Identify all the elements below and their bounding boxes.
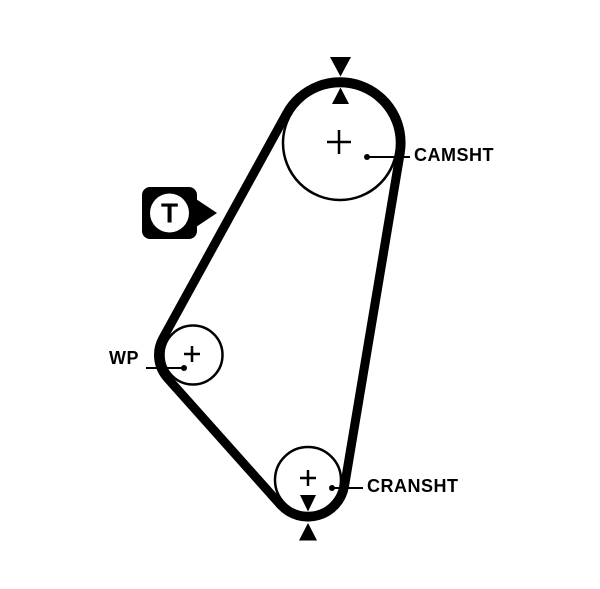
- water-pump-label: WP: [109, 348, 139, 368]
- crankshaft-leader-dot: [329, 485, 335, 491]
- timing-belt: [154, 77, 406, 522]
- camshaft-leader-dot: [364, 154, 370, 160]
- alignment-mark-bottom-outer-arrow-icon: [299, 523, 317, 541]
- camshaft-label: CAMSHT: [414, 145, 494, 165]
- crankshaft-crosshair: [300, 470, 316, 486]
- alignment-mark-top-inner-arrow-icon: [332, 87, 349, 104]
- alignment-mark-top-outer-arrow-icon: [330, 57, 351, 77]
- tensioner-marker-circle: [150, 193, 189, 233]
- tensioner-marker-arrow-icon: [196, 199, 217, 227]
- tensioner-marker: T: [142, 187, 217, 239]
- water-pump-crosshair: [184, 346, 200, 362]
- water-pump-leader-dot: [181, 365, 187, 371]
- tensioner-marker-letter: T: [161, 198, 178, 229]
- crankshaft-label: CRANSHT: [367, 476, 459, 496]
- camshaft-crosshair: [327, 130, 351, 154]
- alignment-mark-bottom-inner-arrow-icon: [300, 495, 316, 512]
